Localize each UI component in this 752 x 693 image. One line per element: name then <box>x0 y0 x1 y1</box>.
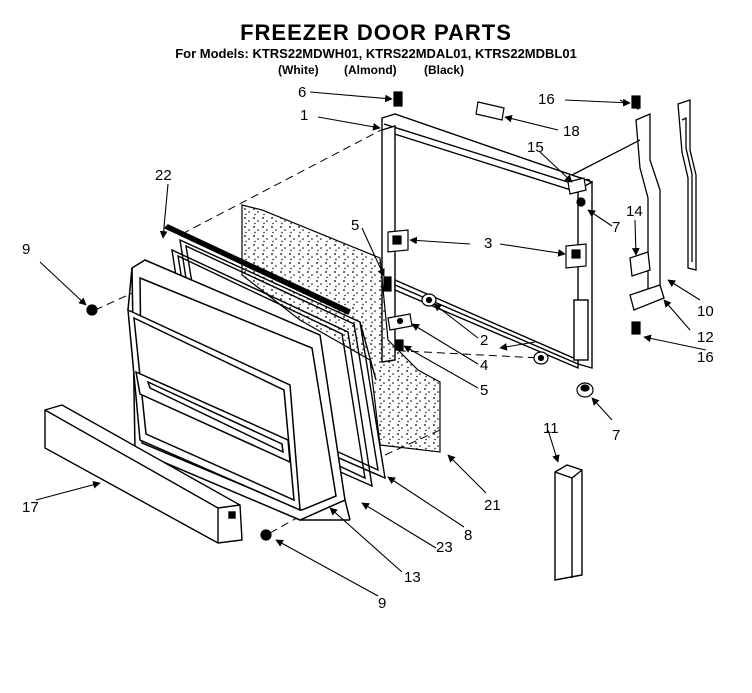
callout-7-bottom: 7 <box>612 427 620 444</box>
handle-cap <box>554 464 583 581</box>
callout-9-bottom: 9 <box>378 595 386 612</box>
callout-3: 3 <box>484 235 492 252</box>
callout-1: 1 <box>300 107 308 124</box>
callout-5-bottom: 5 <box>480 382 488 399</box>
callout-8: 8 <box>464 527 472 544</box>
color-label-white: (White) <box>278 63 319 77</box>
callout-9-left: 9 <box>22 241 30 258</box>
color-label-black: (Black) <box>424 63 465 77</box>
callout-13: 14 <box>626 203 643 220</box>
callout-12: 12 <box>697 329 714 346</box>
models-line: For Models: KTRS22MDWH01, KTRS22MDAL01, … <box>175 46 577 61</box>
right-hinge-assembly <box>571 99 697 311</box>
callout-18: 18 <box>563 123 580 140</box>
hinge-brackets <box>387 229 587 269</box>
callout-10: 10 <box>697 303 714 320</box>
callout-5-top: 5 <box>351 217 359 234</box>
diagram-title: FREEZER DOOR PARTS <box>240 20 512 45</box>
callout-7-top: 7 <box>612 219 620 236</box>
color-label-almond: (Almond) <box>344 63 397 77</box>
door-frame-rail <box>381 113 593 370</box>
callout-14: 15 <box>527 139 544 156</box>
callout-23: 23 <box>436 539 453 556</box>
callout-21: 21 <box>484 497 501 514</box>
fastener-parts <box>86 91 641 541</box>
callout-6: 6 <box>298 84 306 101</box>
callout-17: 17 <box>22 499 39 516</box>
callout-numbers: 6 1 16 18 15 7 14 3 5 2 4 5 7 10 12 16 9… <box>22 84 714 612</box>
callout-11: 11 <box>543 420 559 437</box>
leader-lines <box>35 91 707 597</box>
bottom-trim <box>44 404 243 544</box>
callout-2: 2 <box>480 332 488 349</box>
callout-4: 4 <box>480 357 488 374</box>
callout-22: 22 <box>155 167 172 184</box>
callout-15: 13 <box>404 569 421 586</box>
callout-16-top: 16 <box>538 91 555 108</box>
callout-16-bottom: 16 <box>697 349 714 366</box>
